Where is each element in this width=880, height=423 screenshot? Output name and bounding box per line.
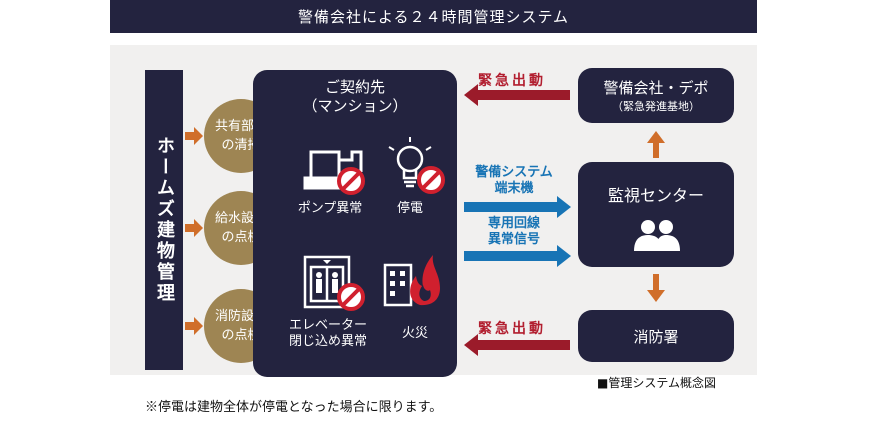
fire-label: 火災 <box>401 326 428 341</box>
footnote: ※停電は建物全体が停電となった場合に限ります。 <box>145 400 443 415</box>
elevator-label-line2: 閉じ込め異常 <box>288 334 367 349</box>
building-management-label: ホームズ建物管理 <box>154 136 175 304</box>
arrow-to-fire-station <box>647 274 665 302</box>
dedicated-line-line1: 専用回線 <box>487 216 540 231</box>
emergency-arrow-top <box>464 84 570 106</box>
arrow-to-cleaning <box>185 127 203 145</box>
emergency-dispatch-bottom: 緊急出動 <box>478 321 546 337</box>
signal-arrow-2 <box>464 245 571 267</box>
people-icon <box>634 220 680 251</box>
diagram-caption: ■管理システム概念図 <box>597 376 716 390</box>
security-company-box: 警備会社・デポ （緊急発進基地） <box>578 68 734 123</box>
mansion-box <box>253 70 457 377</box>
monitoring-center-box: 監視センター <box>578 162 734 267</box>
mansion-title-line1: ご契約先 <box>324 78 385 96</box>
emergency-arrow-bottom <box>464 334 570 356</box>
arrow-to-fire-inspection <box>185 317 203 335</box>
power-outage-label: 停電 <box>396 201 423 216</box>
dedicated-line-label: 専用回線 異常信号 <box>466 216 562 248</box>
signal-arrow-1 <box>464 196 571 218</box>
monitoring-center-name: 監視センター <box>607 186 704 205</box>
signal-terminal-line1: 警備システム <box>475 165 553 180</box>
fire-station-box: 消防署 <box>578 310 734 362</box>
security-company-sub: （緊急発進基地） <box>612 100 700 113</box>
elevator-label-line1: エレベーター <box>288 318 367 333</box>
mansion-title-line2: （マンション） <box>302 97 408 115</box>
service-cleaning-line2: の清掃 <box>221 138 261 153</box>
elevator-trap-label: エレベーター 閉じ込め異常 <box>278 318 378 350</box>
service-fire-line2: の点検 <box>221 328 261 343</box>
service-water-line2: の点検 <box>221 230 261 245</box>
pump-failure-label: ポンプ異常 <box>297 201 363 216</box>
mansion-title: ご契約先 （マンション） <box>253 78 457 116</box>
security-company-name: 警備会社・デポ <box>603 79 709 97</box>
diagram-title: 警備会社による２４時間管理システム <box>110 0 757 33</box>
dedicated-line-line2: 異常信号 <box>487 232 540 247</box>
fire-station-name: 消防署 <box>633 327 679 346</box>
signal-terminal-line2: 端末機 <box>494 181 534 196</box>
signal-terminal-label: 警備システム 端末機 <box>466 165 562 197</box>
arrow-to-security-company <box>647 131 665 158</box>
arrow-to-water <box>185 219 203 237</box>
emergency-dispatch-top: 緊急出動 <box>478 73 546 89</box>
building-management-bar: ホームズ建物管理 <box>145 70 183 370</box>
